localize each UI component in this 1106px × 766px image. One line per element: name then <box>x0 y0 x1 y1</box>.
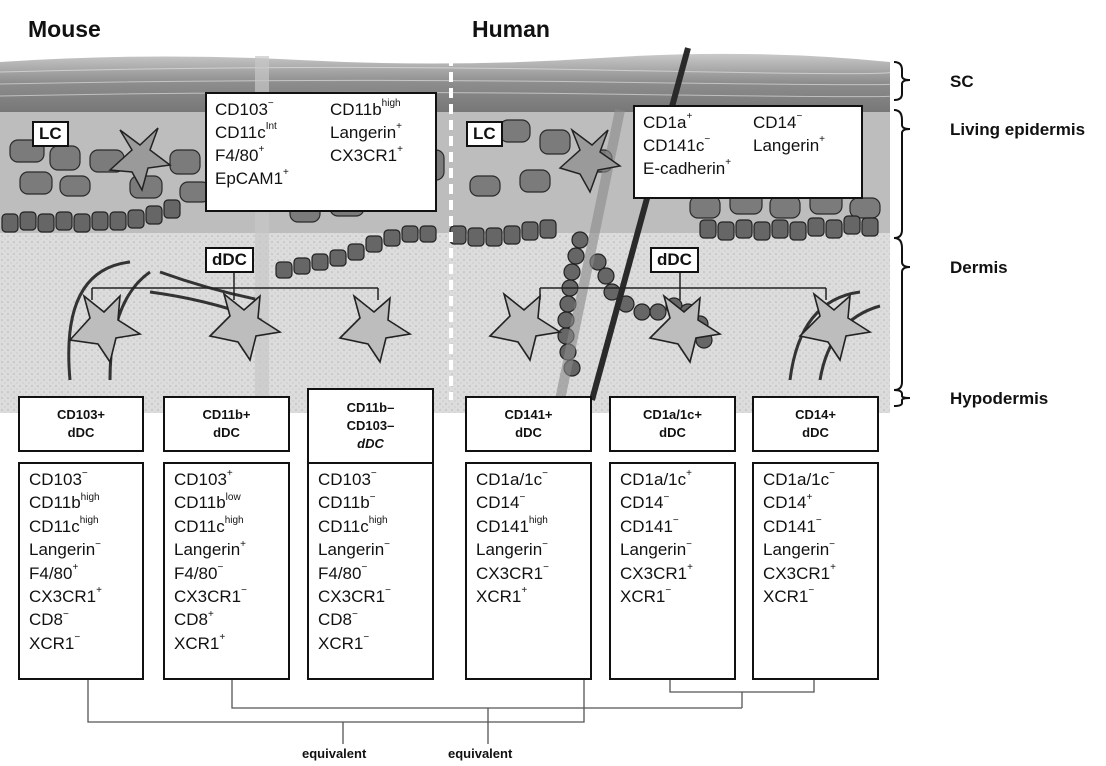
stratum-corneum-layer <box>0 53 890 112</box>
equivalence-connectors <box>87 680 815 744</box>
mouse-lc-label: LC <box>32 121 69 147</box>
dc-marker: CD1a/1c− <box>763 468 835 489</box>
dc-subset-header-line: CD103– <box>346 418 395 433</box>
dc-marker: F4/80− <box>174 561 224 583</box>
layer-label-dermis: Dermis <box>950 258 1008 277</box>
human-lc-marker-box: CD1a+ CD14− CD141c− Langerin+ E-cadherin+ <box>633 105 863 199</box>
dc-marker: XCR1+ <box>476 585 528 607</box>
dc-marker: XCR1− <box>318 632 370 653</box>
human-lc-marker: E-cadherin+ <box>643 157 732 178</box>
human-lc-marker: CD1a+ <box>643 111 693 132</box>
dc-marker: CD11chigh <box>318 515 388 536</box>
dc-subset-header-line: dDC <box>515 425 542 440</box>
dc-marker: CD11blow <box>174 491 241 513</box>
dc-marker: XCR1− <box>29 632 81 653</box>
dc-marker: CD11bhigh <box>29 491 100 513</box>
dc-subset-header-line: CD11b+ <box>202 407 251 422</box>
dc-subset-header-line: dDC <box>659 425 686 440</box>
dc-marker: Langerin− <box>476 538 549 560</box>
dc-marker: Langerin− <box>29 538 102 560</box>
dc-marker: CD103+ <box>174 468 233 489</box>
dc-marker: XCR1+ <box>174 632 226 653</box>
dc-marker: CX3CR1+ <box>763 561 836 583</box>
dc-marker: CD8+ <box>174 608 214 630</box>
dc-marker: F4/80+ <box>29 561 79 583</box>
dc-marker: CD1a/1c+ <box>620 468 692 489</box>
dc-subset-header-line: CD141+ <box>504 407 553 422</box>
mouse-lc-marker: EpCAM1+ <box>215 167 289 188</box>
skin-illustration <box>0 47 890 413</box>
dc-subset-header-line: CD103+ <box>56 407 106 422</box>
dc-subset-header: CD1a/1c+ dDC <box>609 396 736 452</box>
dc-marker: XCR1− <box>620 585 672 607</box>
mouse-lc-marker: CD103− <box>215 98 274 119</box>
dc-subset-header: CD14+ dDC <box>752 396 879 452</box>
human-lc-marker: CD141c− <box>643 134 711 155</box>
dc-subset-header-line: CD1a/1c+ <box>643 407 702 422</box>
dc-subset-marker-box: CD1a/1c−CD14+CD141−Langerin−CX3CR1+XCR1− <box>752 462 879 680</box>
dc-subset-header: CD11b+ dDC <box>163 396 290 452</box>
dc-marker: CD141− <box>763 515 822 536</box>
human-lc-marker: Langerin+ <box>753 134 826 155</box>
human-lc-label: LC <box>466 121 503 147</box>
dc-marker: CX3CR1− <box>318 585 391 607</box>
dc-marker: CD11chigh <box>29 515 99 536</box>
dc-marker: CD8− <box>318 608 358 630</box>
dc-marker: Langerin− <box>318 538 391 560</box>
dc-subset-header-line: CD11b– <box>346 400 395 415</box>
layer-label-sc: SC <box>950 72 974 91</box>
dc-marker: CD141− <box>620 515 679 536</box>
dc-subset-header-line: CD14+ <box>795 407 836 422</box>
dc-marker: CX3CR1− <box>174 585 247 607</box>
layer-brackets <box>893 61 911 407</box>
dc-marker: Langerin− <box>763 538 836 560</box>
human-lc-marker: CD14− <box>753 111 803 132</box>
dc-marker: CX3CR1− <box>476 561 549 583</box>
dc-marker: CD14+ <box>763 491 813 513</box>
dc-subset-header: CD103+ dDC <box>18 396 144 452</box>
dc-marker: CD14− <box>620 491 670 513</box>
dc-marker: CD103− <box>318 468 377 489</box>
dc-marker: XCR1− <box>763 585 815 607</box>
dc-subset-header-line: dDC <box>67 425 95 440</box>
dc-subset-header-line: dDC <box>357 436 384 451</box>
dc-subset-header-line: dDC <box>213 425 240 440</box>
dc-marker: CX3CR1+ <box>620 561 693 583</box>
mouse-lc-marker: CD11bhigh <box>330 98 401 119</box>
dc-subset-marker-box: CD1a/1c+CD14−CD141−Langerin−CX3CR1+XCR1− <box>609 462 736 680</box>
layer-label-hypodermis: Hypodermis <box>950 389 1049 408</box>
dc-marker: CD103− <box>29 468 88 489</box>
dc-marker: CD8− <box>29 608 69 630</box>
dc-marker: CX3CR1+ <box>29 585 102 607</box>
mouse-lc-marker: CX3CR1+ <box>330 144 403 165</box>
dc-marker: Langerin− <box>620 538 693 560</box>
mouse-lc-marker: CD11cInt <box>215 121 277 142</box>
mouse-title: Mouse <box>28 16 101 42</box>
mouse-lc-marker: F4/80+ <box>215 144 265 165</box>
human-ddc-label: dDC <box>650 247 699 273</box>
dc-marker: CD141high <box>476 515 548 536</box>
dc-marker: CD11b− <box>318 491 376 513</box>
human-title: Human <box>472 16 550 42</box>
dc-subset-header: CD11b– CD103– dDC <box>307 388 434 464</box>
layer-label-living-epidermis: Living epidermis <box>950 120 1086 139</box>
dc-subset-header-line: dDC <box>802 425 829 440</box>
mouse-lc-marker: Langerin+ <box>330 121 403 142</box>
dc-marker: CD11chigh <box>174 515 244 536</box>
dc-subset-header: CD141+ dDC <box>465 396 592 452</box>
dc-marker: CD14− <box>476 491 526 513</box>
dc-marker: Langerin+ <box>174 538 247 560</box>
equivalent-label-1: equivalent <box>302 746 367 761</box>
dc-marker: F4/80− <box>318 561 368 583</box>
dermis-layer <box>0 228 890 413</box>
dc-marker: CD1a/1c− <box>476 468 548 489</box>
equivalent-label-2: equivalent <box>448 746 513 761</box>
mouse-ddc-label: dDC <box>205 247 254 273</box>
